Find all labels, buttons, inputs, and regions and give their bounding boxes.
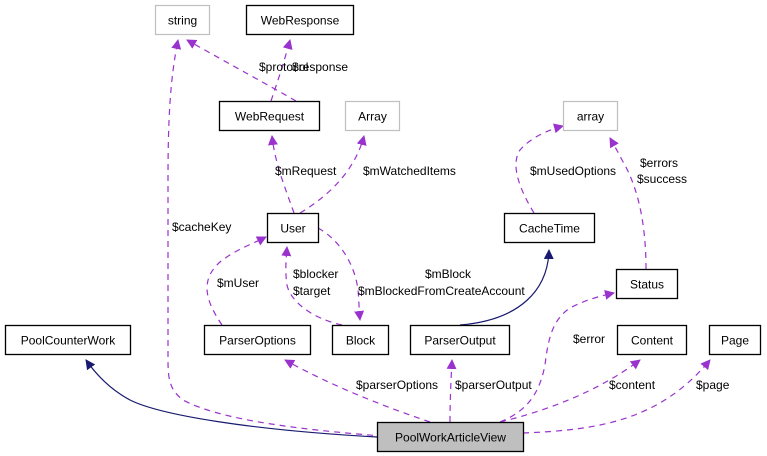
edge-label-parser-output: $parserOutput <box>455 378 532 392</box>
edge-label-m-user: $mUser <box>217 276 259 290</box>
edge-label-m-request: $mRequest <box>275 164 337 178</box>
node-box <box>218 100 321 132</box>
edge-label-content: $content <box>609 378 656 392</box>
node-box <box>503 212 596 244</box>
node-box <box>266 212 320 244</box>
node-cache-time[interactable]: CacheTime <box>503 212 596 244</box>
node-block[interactable]: Block <box>331 324 390 356</box>
node-box <box>344 100 401 132</box>
node-array-lower: array <box>562 100 619 132</box>
edge-pool-work-article-view-to-page <box>522 359 711 434</box>
node-box <box>708 324 762 356</box>
edge-label-m-blocked-from-create-account: $mBlockedFromCreateAccount <box>358 284 525 298</box>
edge-pool-work-article-view-to-parser-output <box>446 359 457 423</box>
node-box <box>615 268 679 300</box>
node-page[interactable]: Page <box>708 324 762 356</box>
node-box <box>203 324 312 356</box>
node-label: ParserOutput <box>424 334 496 348</box>
node-label: Status <box>630 278 664 292</box>
node-web-response[interactable]: WebResponse <box>245 4 355 36</box>
node-parser-options[interactable]: ParserOptions <box>203 324 312 356</box>
edge-user-to-array <box>299 135 367 214</box>
node-box <box>376 421 525 453</box>
node-label: array <box>577 110 604 124</box>
edge-parser-options-to-user <box>206 236 267 326</box>
node-label: User <box>280 222 305 236</box>
node-parser-output[interactable]: ParserOutput <box>409 324 511 356</box>
node-label: Array <box>358 110 387 124</box>
edge-web-request-to-web-response <box>270 39 293 102</box>
edge-label-cache-key: $cacheKey <box>172 220 231 234</box>
edge-label-protocol: $protocol <box>259 60 308 74</box>
node-box <box>4 324 132 356</box>
node-label: string <box>168 14 197 28</box>
node-label: WebResponse <box>261 14 340 28</box>
edge-pool-work-article-view-to-pool-counter-work <box>85 359 378 438</box>
node-array: Array <box>344 100 401 132</box>
edge-label-errors: $errors <box>640 156 678 170</box>
edge-label-page: $page <box>696 378 730 392</box>
edge-block-to-user <box>281 246 343 326</box>
node-box <box>331 324 390 356</box>
edge-label-response: $response <box>292 60 348 74</box>
node-box <box>409 324 511 356</box>
node-label: PoolCounterWork <box>21 334 116 348</box>
node-box <box>616 324 688 356</box>
node-label: PoolWorkArticleView <box>395 431 506 445</box>
edge-pool-work-article-view-to-string <box>167 39 396 438</box>
node-string: string <box>154 4 211 36</box>
edge-label-parser-options: $parserOptions <box>356 378 438 392</box>
edge-label-m-used-options: $mUsedOptions <box>530 164 616 178</box>
edge-label-target: $target <box>293 284 331 298</box>
node-label: WebRequest <box>235 110 305 124</box>
node-box <box>245 4 355 36</box>
edge-pool-work-article-view-to-status <box>499 289 615 423</box>
node-box <box>154 4 211 36</box>
edge-parser-output-to-cache-time <box>459 249 554 326</box>
node-label: Block <box>346 334 376 348</box>
node-status[interactable]: Status <box>615 268 679 300</box>
node-pool-work-article-view: PoolWorkArticleView <box>376 421 525 453</box>
edge-label-error: $error <box>573 332 605 346</box>
edge-user-to-web-request <box>267 135 295 214</box>
node-box <box>562 100 619 132</box>
node-label: Page <box>721 334 749 348</box>
node-content[interactable]: Content <box>616 324 688 356</box>
node-web-request[interactable]: WebRequest <box>218 100 321 132</box>
node-pool-counter-work[interactable]: PoolCounterWork <box>4 324 132 356</box>
node-user[interactable]: User <box>266 212 320 244</box>
edge-label-success: $success <box>637 172 687 186</box>
node-label: Content <box>631 334 674 348</box>
edge-label-m-block: $mBlock <box>425 267 472 281</box>
node-label: ParserOptions <box>219 334 296 348</box>
edge-pool-work-article-view-to-content <box>499 359 641 423</box>
edge-label-blocker: $blocker <box>293 267 338 281</box>
edge-cache-time-to-array <box>515 123 564 214</box>
node-label: CacheTime <box>519 222 580 236</box>
edge-pool-work-article-view-to-parser-options <box>284 359 431 423</box>
edge-label-m-watched-items: $mWatchedItems <box>363 164 456 178</box>
